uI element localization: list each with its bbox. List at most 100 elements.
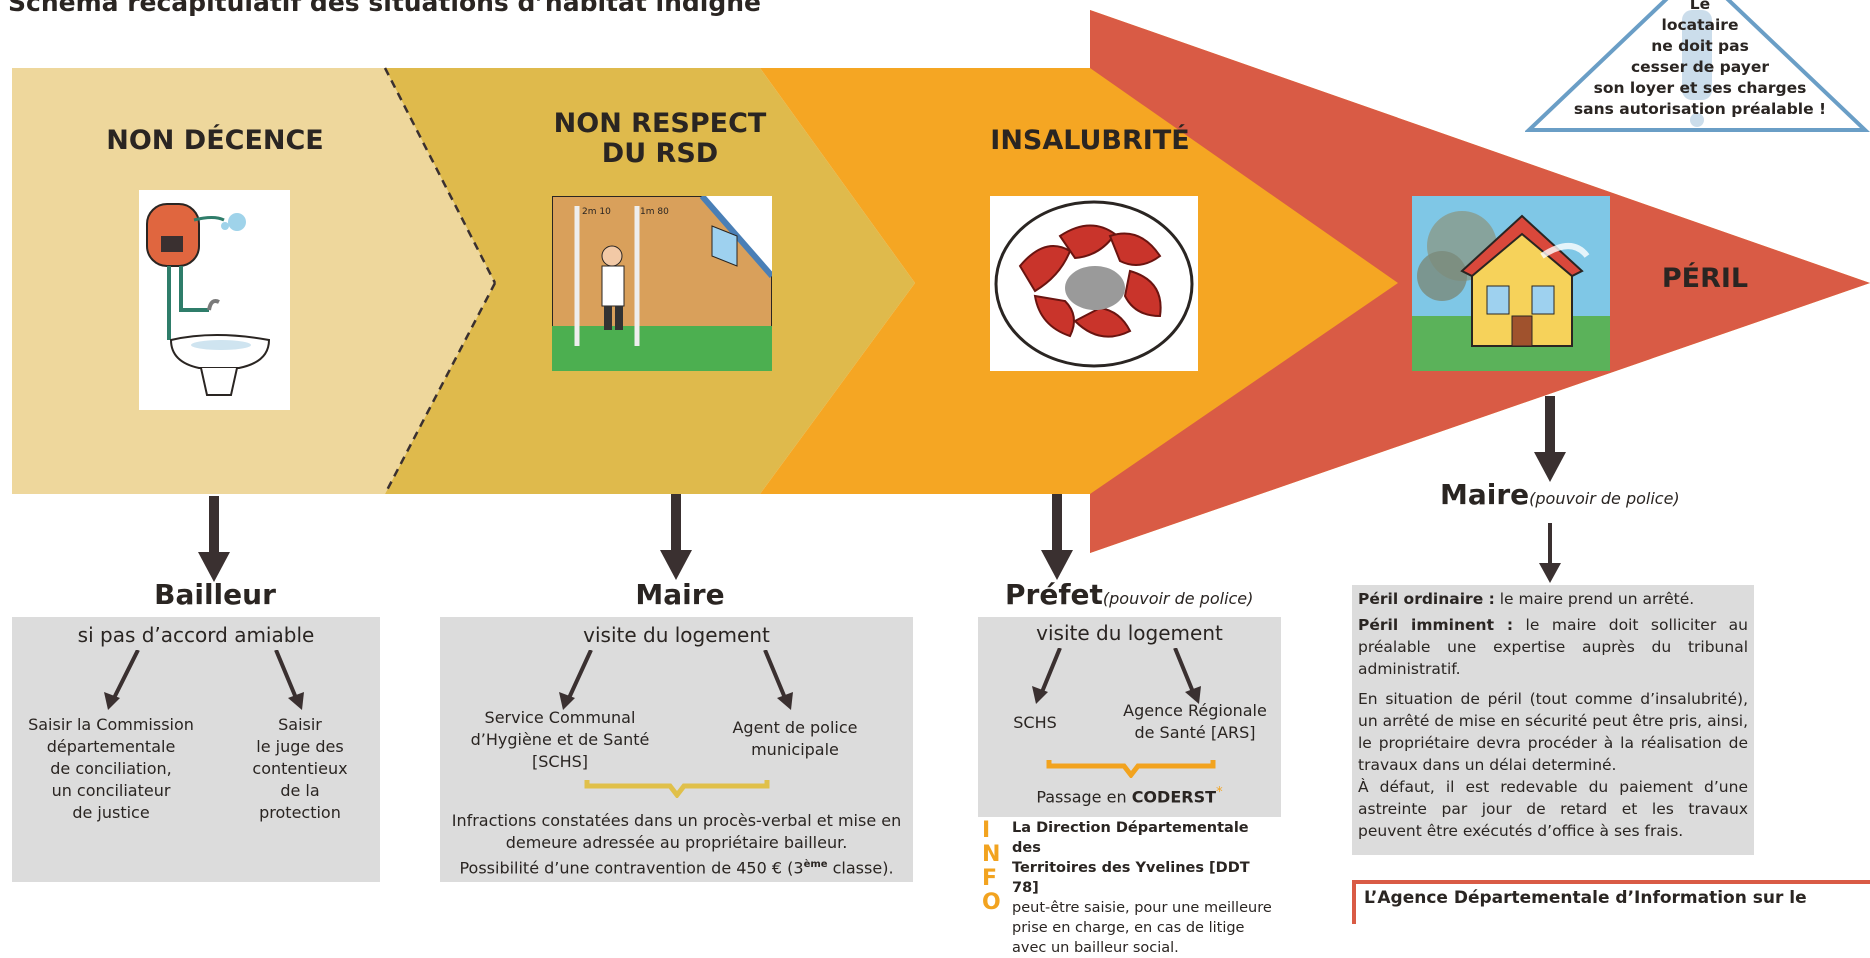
maire-subtitle: visite du logement — [583, 623, 770, 647]
text-line: contentieux — [252, 759, 348, 778]
stage-title-peril: PÉRIL — [1661, 263, 1749, 294]
text-line: Infractions constatées dans un procès-ve… — [451, 811, 902, 830]
text-line: Saisir la Commission — [28, 715, 194, 734]
text-part: classe). — [827, 858, 894, 878]
maire-right-text: Agent de police municipale — [705, 717, 885, 761]
branch-arrows — [559, 650, 793, 710]
stage-title-line: NON RESPECT — [553, 108, 767, 139]
actor-bailleur: Bailleur — [154, 578, 276, 611]
maire-bottom-text: Infractions constatées dans un procès-ve… — [440, 810, 913, 879]
prefet-title: Préfet — [1005, 578, 1103, 611]
info-bold-line: Territoires des Yvelines [DDT 78] — [1012, 860, 1250, 896]
text-line: de Santé [ARS] — [1134, 723, 1256, 742]
passage-text: Passage en — [1036, 787, 1132, 807]
text-line: Service Communal — [484, 708, 636, 727]
measure-label: 1m 80 — [640, 207, 669, 217]
prefet-note: (pouvoir de police) — [1102, 589, 1254, 608]
stage-title-insalubrite: INSALUBRITÉ — [990, 125, 1190, 156]
prefet-right-text: Agence Régionale de Santé [ARS] — [1115, 700, 1275, 744]
bailleur-left-text: Saisir la Commission départementale de c… — [12, 714, 210, 824]
attic-measurement-icon: 2m 10 1m 80 — [552, 196, 772, 371]
info-letter: N — [982, 842, 1001, 867]
down-arrow-icon — [198, 496, 230, 582]
prefet-box — [978, 617, 1281, 817]
brace-maire — [584, 780, 770, 798]
text-line: protection — [259, 803, 341, 822]
actor-prefet: Préfet(pouvoir de police) — [1005, 578, 1265, 611]
peril-text: Péril ordinaire : le maire prend un arrê… — [1358, 588, 1748, 842]
text-line: municipale — [751, 740, 839, 759]
info-line: prise en charge, en cas de litige — [1012, 920, 1245, 936]
info-text: La Direction Départementale des Territoi… — [1012, 818, 1277, 958]
peril-para: Péril imminent : le maire doit sollicite… — [1358, 614, 1748, 680]
peril-maire-title: Maire — [1440, 478, 1530, 511]
prefet-passage: Passage en CODERST* — [978, 782, 1281, 808]
stage-title-non-decence: NON DÉCENCE — [106, 125, 324, 156]
peril-para: À défaut, il est redevable du paiement d… — [1358, 778, 1748, 840]
warning-text: Le locataire ne doit pas cesser de payer… — [1555, 0, 1845, 120]
dashed-divider-2 — [383, 282, 497, 495]
text-line: départementale — [46, 737, 176, 756]
warning-line: son loyer et ses charges — [1593, 79, 1807, 97]
peril-bold: Péril imminent : — [1358, 616, 1514, 634]
prefet-left-text: SCHS — [1013, 713, 1057, 732]
down-arrow-icon — [1539, 523, 1561, 583]
peril-bold: Péril ordinaire : — [1358, 590, 1495, 608]
text-line: [SCHS] — [532, 752, 588, 771]
page-title: Schéma récapitulatif des situations d’ha… — [8, 0, 761, 17]
text-line: Agence Régionale — [1123, 701, 1267, 720]
info-letter: F — [982, 866, 998, 891]
dashed-divider — [383, 67, 497, 284]
down-arrow-icon — [1041, 494, 1073, 580]
text-line: de conciliation, — [50, 759, 172, 778]
peril-para: Péril ordinaire : le maire prend un arrê… — [1358, 588, 1748, 610]
info-letter: I — [982, 818, 991, 843]
text-line: Saisir — [278, 715, 322, 734]
text-line: d’Hygiène et de Santé — [470, 730, 650, 749]
down-arrow-icon — [1534, 396, 1566, 482]
branch-arrows — [1032, 648, 1201, 704]
water-heater-sink-icon — [139, 190, 290, 410]
branch-arrows — [104, 650, 304, 710]
text-line: un conciliateur — [51, 781, 171, 800]
prefet-subtitle: visite du logement — [1036, 621, 1223, 645]
brace-prefet — [1046, 760, 1216, 778]
passage-coderst: CODERST — [1131, 787, 1216, 807]
info-line: peut-être saisie, pour une meilleure — [1012, 900, 1272, 916]
peril-note: (pouvoir de police) — [1529, 489, 1680, 508]
collapsing-house-icon — [1412, 196, 1610, 371]
text-line: de justice — [72, 803, 150, 822]
actor-maire-peril: Maire(pouvoir de police) — [1440, 478, 1700, 511]
text-line: le juge des — [256, 737, 344, 756]
maire-left-text: Service Communal d’Hygiène et de Santé [… — [455, 707, 665, 773]
band-insalubrite — [760, 10, 1870, 553]
warning-line: cesser de payer — [1630, 58, 1770, 76]
text-part: Possibilité d’une contravention de 450 €… — [459, 858, 804, 878]
warning-triangle-icon — [1525, 0, 1870, 132]
bailleur-box — [12, 617, 380, 882]
stage-title-rsd: NON RESPECT DU RSD — [520, 109, 800, 169]
adil-text: L’Agence Départementale d’Information su… — [1364, 888, 1807, 908]
down-arrow-icon — [660, 494, 692, 580]
text-line: demeure adressée au propriétaire bailleu… — [505, 833, 848, 852]
text-line: Possibilité d’une contravention de 450 €… — [440, 854, 913, 879]
bailleur-right-text: Saisir le juge des contentieux de la pro… — [235, 714, 365, 824]
measure-label: 2m 10 — [582, 207, 611, 217]
actor-maire: Maire — [635, 578, 725, 611]
warning-line: Le — [1689, 0, 1711, 13]
text-sup: ème — [803, 859, 828, 870]
adil-box: L’Agence Départementale d’Information su… — [1352, 880, 1870, 924]
peril-para: En situation de péril (tout comme d’insa… — [1358, 690, 1748, 774]
damaged-roof-tiles-icon — [990, 196, 1198, 371]
stage-title-line: DU RSD — [601, 138, 719, 169]
warning-line: ne doit pas — [1651, 37, 1749, 55]
info-bold-line: La Direction Départementale des — [1012, 820, 1249, 856]
info-line: avec un bailleur social. — [1012, 940, 1179, 956]
passage-asterisk: * — [1216, 785, 1223, 800]
peril-rest: le maire prend un arrêté. — [1494, 590, 1695, 608]
text-line: de la — [280, 781, 320, 800]
warning-line: sans autorisation préalable ! — [1573, 100, 1827, 118]
info-letter: O — [982, 890, 1001, 915]
maire-box — [440, 617, 913, 882]
warning-line: locataire — [1661, 16, 1739, 34]
